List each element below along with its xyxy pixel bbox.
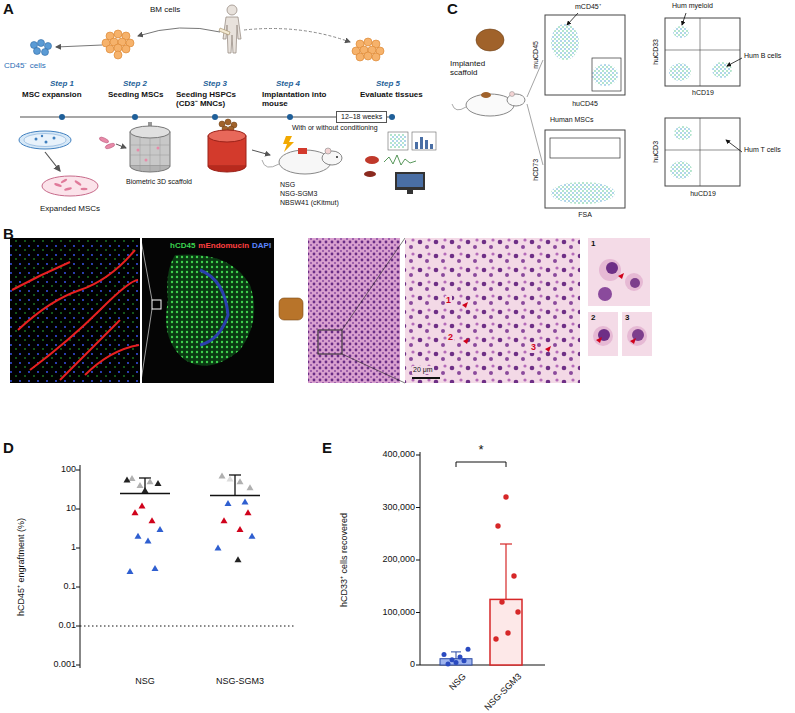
axis-label: hCD45⁺ engraftment (%) [17, 518, 27, 616]
axis-label: huCD33 [652, 39, 660, 65]
panel-letter: E [322, 440, 332, 457]
axis-label: hCD73 [532, 159, 540, 181]
duration-box: 12–18 weeks [336, 111, 387, 123]
tick-label: 0 [410, 660, 415, 670]
annotation-label: BM cells [150, 6, 180, 15]
annotation-label: Evaluate tissues [360, 91, 423, 100]
tick-label: 100,000 [382, 608, 415, 618]
annotation-label: Step 4 [276, 80, 300, 89]
panel-letter: B [3, 226, 14, 243]
annotation-label: FSA [578, 211, 592, 219]
annotation-label: Step 1 [50, 80, 74, 89]
callout-number: 2 [447, 333, 454, 343]
annotation-label: Hum T cells [744, 146, 781, 154]
annotation-label: hCD19 [692, 89, 714, 97]
annotation-label: Hum myeloid [672, 2, 713, 10]
annotation-label: 3 [625, 314, 629, 323]
annotation-label: DAPI [252, 242, 271, 251]
panel-letter: A [3, 1, 14, 18]
annotation-label: Biometric 3D scaffold [126, 178, 192, 186]
annotation-label: NSG-SGM3 [280, 190, 317, 198]
tick-label: 100 [61, 465, 76, 475]
annotation-label: hCD45 [170, 242, 195, 251]
tick-label: 300,000 [382, 503, 415, 513]
tick-label: 0.1 [63, 582, 76, 592]
panel-letter: C [447, 1, 458, 18]
annotation-label: Step 2 [123, 80, 147, 89]
annotation-label: 2 [591, 314, 595, 323]
annotation-label: Step 5 [376, 80, 400, 89]
annotation-label: mEndomucin [198, 242, 249, 251]
callout-number: 3 [530, 343, 537, 353]
annotation-label: mCD45⁺ [575, 3, 601, 11]
annotation-label: 1 [591, 240, 595, 249]
annotation-label: NSG-SGM3 [216, 677, 264, 687]
annotation-label: MSC expansion [22, 91, 82, 100]
tick-label: 0.001 [53, 660, 76, 670]
axis-label: NSG [448, 672, 469, 693]
tick-label: 1 [71, 543, 76, 553]
annotation-label: Seeding HSPCs (CD3⁻ MNCs) [176, 91, 258, 109]
annotation-label: Step 3 [203, 80, 227, 89]
annotation-label: Implanted scaffold [450, 60, 505, 78]
annotation-label: Seeding MSCs [108, 91, 164, 100]
tick-label: 10 [66, 504, 76, 514]
annotation-label: Expanded MSCs [40, 205, 100, 214]
axis-label: huCD3 [652, 141, 660, 163]
annotation-label: * [478, 443, 483, 457]
annotation-label: NBSW41 (cKitmut) [280, 199, 339, 207]
annotation-label: Implantation into mouse [262, 91, 334, 109]
annotation-label: huCD45 [572, 100, 598, 108]
annotation-label: NSG [135, 677, 155, 687]
annotation-label: Hum B cells [744, 52, 781, 60]
axis-label: NSG-SGM3 [483, 672, 524, 713]
callout-number: 1 [445, 296, 452, 306]
node-text: 12–18 weeks [341, 113, 382, 120]
axis-label: hCD33⁺ cells recovered [340, 513, 350, 607]
panel-letter: D [3, 440, 14, 457]
annotation-label: huCD19 [690, 190, 716, 198]
annotation-label: 20 μm [412, 366, 434, 374]
tick-label: 400,000 [382, 450, 415, 460]
annotation-label: With or without conditioning [292, 124, 378, 132]
tick-label: 0.01 [58, 621, 76, 631]
axis-label: muCD45 [532, 41, 540, 69]
annotation-label: NSG [280, 181, 295, 189]
tick-label: 200,000 [382, 555, 415, 565]
annotation-label: CD45⁻ cells [4, 62, 46, 71]
annotation-label: Human MSCs [550, 116, 594, 124]
